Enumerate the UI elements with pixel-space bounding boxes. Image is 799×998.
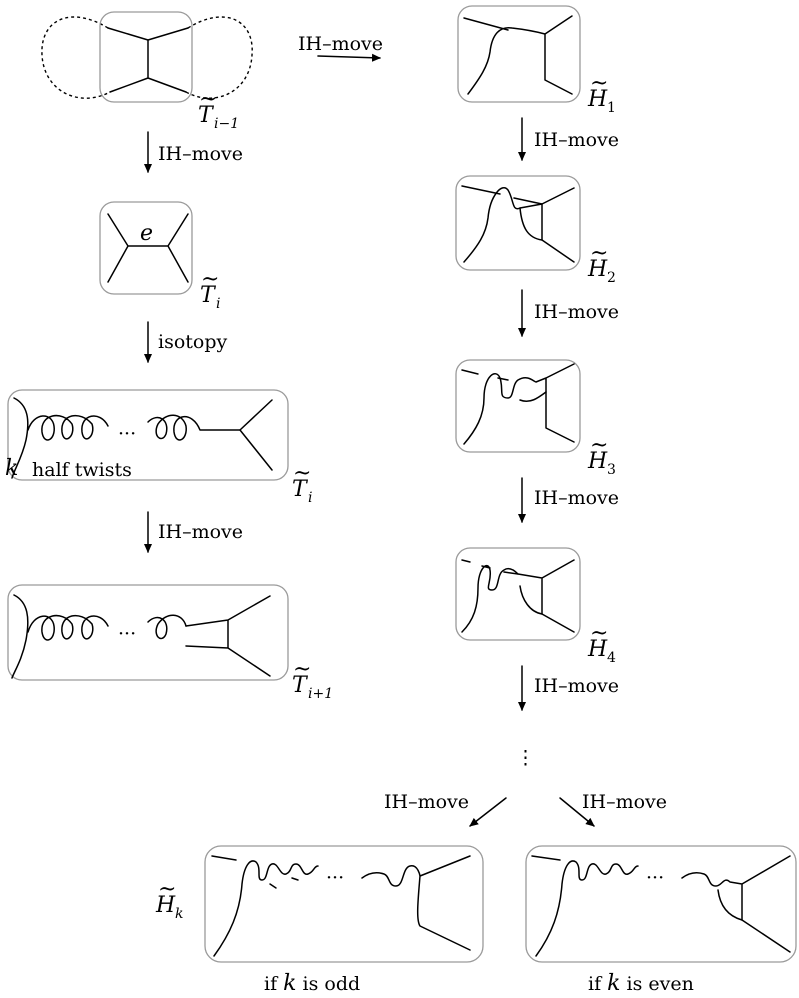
diagram-H-k-odd: ··· [204,845,484,963]
svg-text:~: ~ [199,87,217,112]
arrow-label-ih-move-3: IH–move [158,521,243,543]
arrow-label-ih-move-h2: IH–move [534,301,619,323]
arrow-label-ih-move-h1: IH–move [534,129,619,151]
label-T-i-b: T ~ i [292,461,312,506]
diagram-H-4 [455,547,581,641]
diagram-H-3 [455,359,581,453]
arrow-label-ih-move-1: IH–move [158,143,243,165]
diagram-H-2 [455,175,581,271]
k-var: k [5,456,18,481]
arrow-label-ih-move-top: IH–move [298,33,383,55]
caption-odd: if k is odd [264,971,360,996]
label-H-3: H ~ 3 [587,433,616,478]
label-H-1: H ~ 1 [587,71,616,116]
svg-text:T: T [200,283,217,308]
svg-text:H: H [587,449,608,474]
svg-text:1: 1 [607,100,616,116]
svg-text:H: H [155,893,176,918]
svg-text:~: ~ [590,241,608,266]
ellipsis-twists-1: ··· [118,423,136,445]
svg-text:~: ~ [293,657,311,682]
svg-text:H: H [587,257,608,282]
arrow-label-ih-move-even: IH–move [582,791,667,813]
svg-text:3: 3 [607,462,616,478]
label-T-i-minus-1: T ~ i−1 [198,87,239,132]
svg-text:~: ~ [201,267,219,292]
svg-text:k: k [175,906,183,922]
svg-text:T: T [292,673,309,698]
svg-text:~: ~ [158,877,176,902]
svg-text:~: ~ [293,461,311,486]
svg-text:2: 2 [607,270,616,286]
svg-text:i+1: i+1 [308,686,333,702]
diagram-T-i-minus-1 [41,11,253,103]
half-twists-label: half twists [32,459,132,481]
label-H-2: H ~ 2 [587,241,616,286]
ellipsis-hk-odd: ··· [326,867,344,889]
label-T-i-a: T ~ i [200,267,220,312]
svg-text:T: T [292,477,309,502]
svg-text:H: H [587,637,608,662]
arrow-label-isotopy: isotopy [158,331,228,353]
svg-text:~: ~ [590,71,608,96]
arrow-diag-left [469,797,507,827]
ellipsis-twists-2: ··· [118,623,136,645]
svg-text:T: T [198,103,215,128]
label-T-i-plus-1: T ~ i+1 [292,657,333,702]
diagram-T-i-twisted: ··· k half twists [5,389,289,481]
arrow-label-ih-move-odd: IH–move [384,791,469,813]
ellipsis-hk-even: ··· [646,867,664,889]
arrow-diag-right [559,797,595,827]
caption-even: if k is even [588,971,694,996]
arrow-label-ih-move-h4: IH–move [534,675,619,697]
diagram-T-i: e [99,201,193,295]
svg-text:~: ~ [590,433,608,458]
arrow-right-top [317,53,381,62]
diagram-H-1 [457,5,581,103]
vertical-ellipsis: ⋮ [516,747,535,769]
svg-text:4: 4 [607,650,616,666]
label-H-k: H ~ k [155,877,183,922]
label-H-4: H ~ 4 [587,621,616,666]
arrow-label-ih-move-h3: IH–move [534,487,619,509]
diagram-H-k-even: ··· [525,845,797,963]
svg-text:~: ~ [590,621,608,646]
svg-text:i−1: i−1 [214,116,239,132]
svg-text:H: H [587,87,608,112]
edge-label-e: e [140,221,153,246]
svg-text:i: i [216,296,220,312]
diagram-T-i-plus-1: ··· [7,584,289,681]
svg-text:i: i [308,490,312,506]
